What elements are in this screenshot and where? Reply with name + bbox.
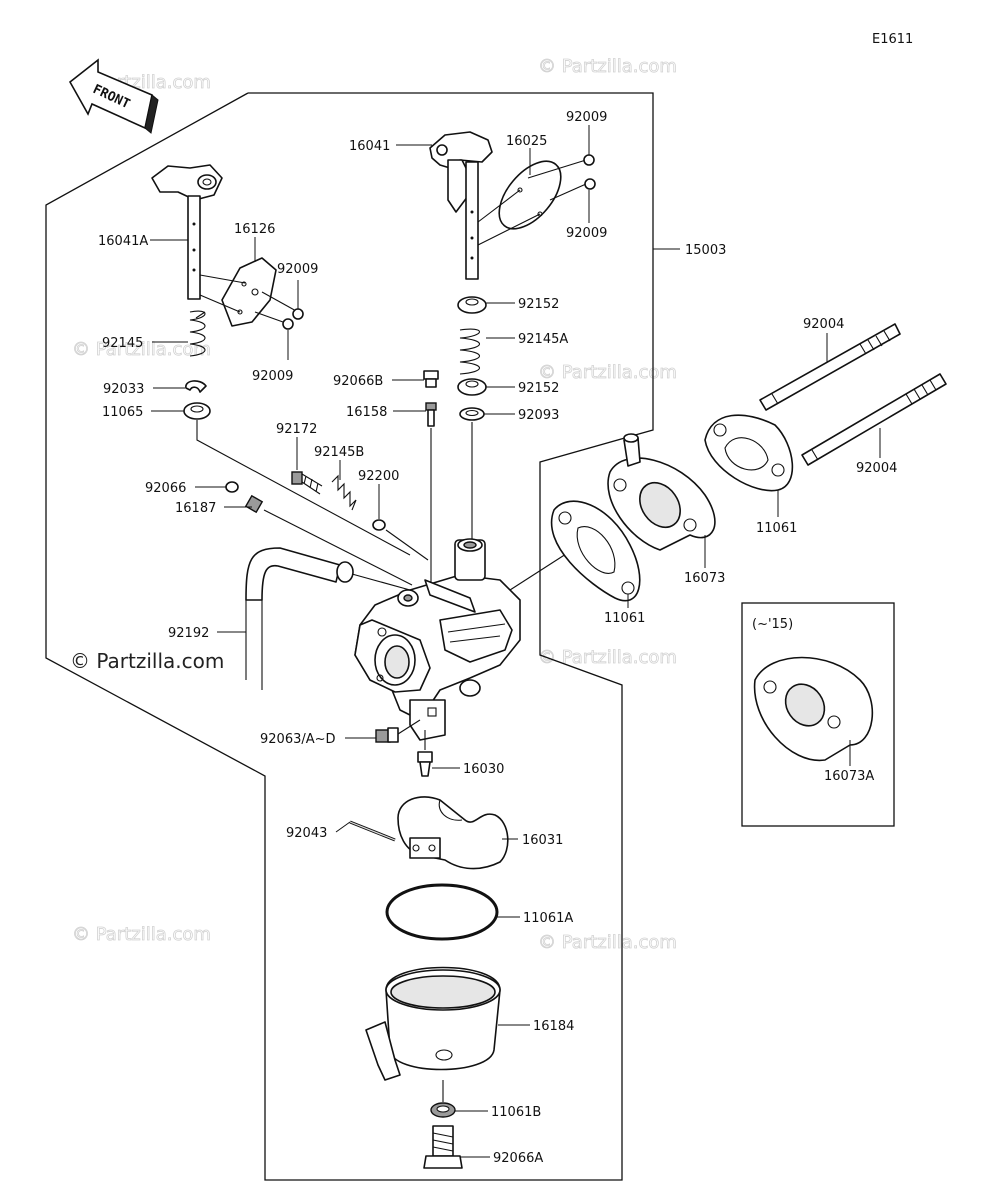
label-92033: 92033 [103,382,144,397]
label-92066A: 92066A [493,1151,543,1166]
label-16041A: 16041A [98,234,148,249]
screw-16187 [244,494,413,586]
shaft-16041A [151,164,223,300]
label-16158: 16158 [346,405,387,420]
label-92004: 92004 [856,461,897,476]
label-11061A: 11061A [523,911,573,926]
screw-92172 [291,471,323,495]
oring-92200 [372,519,386,531]
label-16184: 16184 [533,1019,574,1034]
label-92009: 92009 [566,110,607,125]
label-92152: 92152 [518,297,559,312]
assembly-boundary [45,92,654,1181]
seal-11065 [183,402,211,420]
label-92145: 92145 [102,336,143,351]
jet-16030 [417,730,433,777]
label-16073A: 16073A [824,769,874,784]
label-11065: 11065 [102,405,143,420]
gasket-11061A [385,883,499,941]
label-92066: 92066 [145,481,186,496]
needle-92043 [349,820,396,842]
watermark: © Partzilla.com [538,56,677,77]
screw-92009-top [527,154,596,201]
label-92063: 92063/A~D [260,732,336,747]
leader-lines [150,125,881,1158]
spring-92145 [189,310,206,357]
label-92145B: 92145B [314,445,364,460]
label-92200: 92200 [358,469,399,484]
watermark: © Partzilla.com [72,339,211,360]
inset-note: (~'15) [752,617,793,632]
jet-16158 [425,402,437,427]
spring-92145A [459,328,481,375]
gasket-11061-right [704,414,794,492]
insulator-16073 [607,433,716,551]
label-11061B: 11061B [491,1105,541,1120]
part-labels: 16041 16025 92009 92009 15003 16041A 161… [98,110,897,1166]
label-16031: 16031 [522,833,563,848]
carburetor-body [354,538,521,741]
label-92066B: 92066B [333,374,383,389]
label-16126: 16126 [234,222,275,237]
stud-92004-upper [759,323,901,411]
stud-92004-lower [801,373,947,466]
screw-92009-left [254,291,304,330]
label-16041: 16041 [349,139,390,154]
label-11061: 11061 [756,521,797,536]
watermark: © Partzilla.com [72,924,211,945]
watermark: © Partzilla.com [538,647,677,668]
label-92152: 92152 [518,381,559,396]
label-16030: 16030 [463,762,504,777]
clip-92033 [185,380,207,393]
plug-92066B [423,370,439,388]
bolt-92066A [423,1125,463,1169]
disc-16025 [477,160,562,246]
label-11061: 11061 [604,611,645,626]
diagram-code: E1611 [872,32,913,47]
label-92009: 92009 [277,262,318,277]
watermark-partzilla: © Partzilla.com [70,649,224,673]
label-15003: 15003 [685,243,726,258]
float-16031 [397,796,509,870]
watermark: © Partzilla.com [538,362,677,383]
screw-92063 [375,719,421,743]
front-arrow-icon: FRONT [68,58,159,134]
spring-92145B [331,474,357,511]
seal-92093 [459,407,485,421]
bowl-16184 [365,966,501,1081]
label-92145A: 92145A [518,332,568,347]
label-92093: 92093 [518,408,559,423]
inset-box [741,602,895,827]
washer-92152-lower [457,378,487,396]
label-92192: 92192 [168,626,209,641]
fuel-hose-92192 [245,547,411,690]
shaft-16041 [429,131,493,280]
plate-16126 [199,257,277,327]
label-92009: 92009 [566,226,607,241]
label-92009: 92009 [252,369,293,384]
label-16025: 16025 [506,134,547,149]
label-92004: 92004 [803,317,844,332]
label-92043: 92043 [286,826,327,841]
washer-92152-top [457,296,487,314]
gasket-11061-center [550,500,641,602]
washer-11061B [430,1102,456,1118]
oring-92066 [225,481,239,493]
label-16187: 16187 [175,501,216,516]
label-16073: 16073 [684,571,725,586]
insulator-16073A [753,656,874,762]
label-92172: 92172 [276,422,317,437]
watermark: © Partzilla.com [538,932,677,953]
